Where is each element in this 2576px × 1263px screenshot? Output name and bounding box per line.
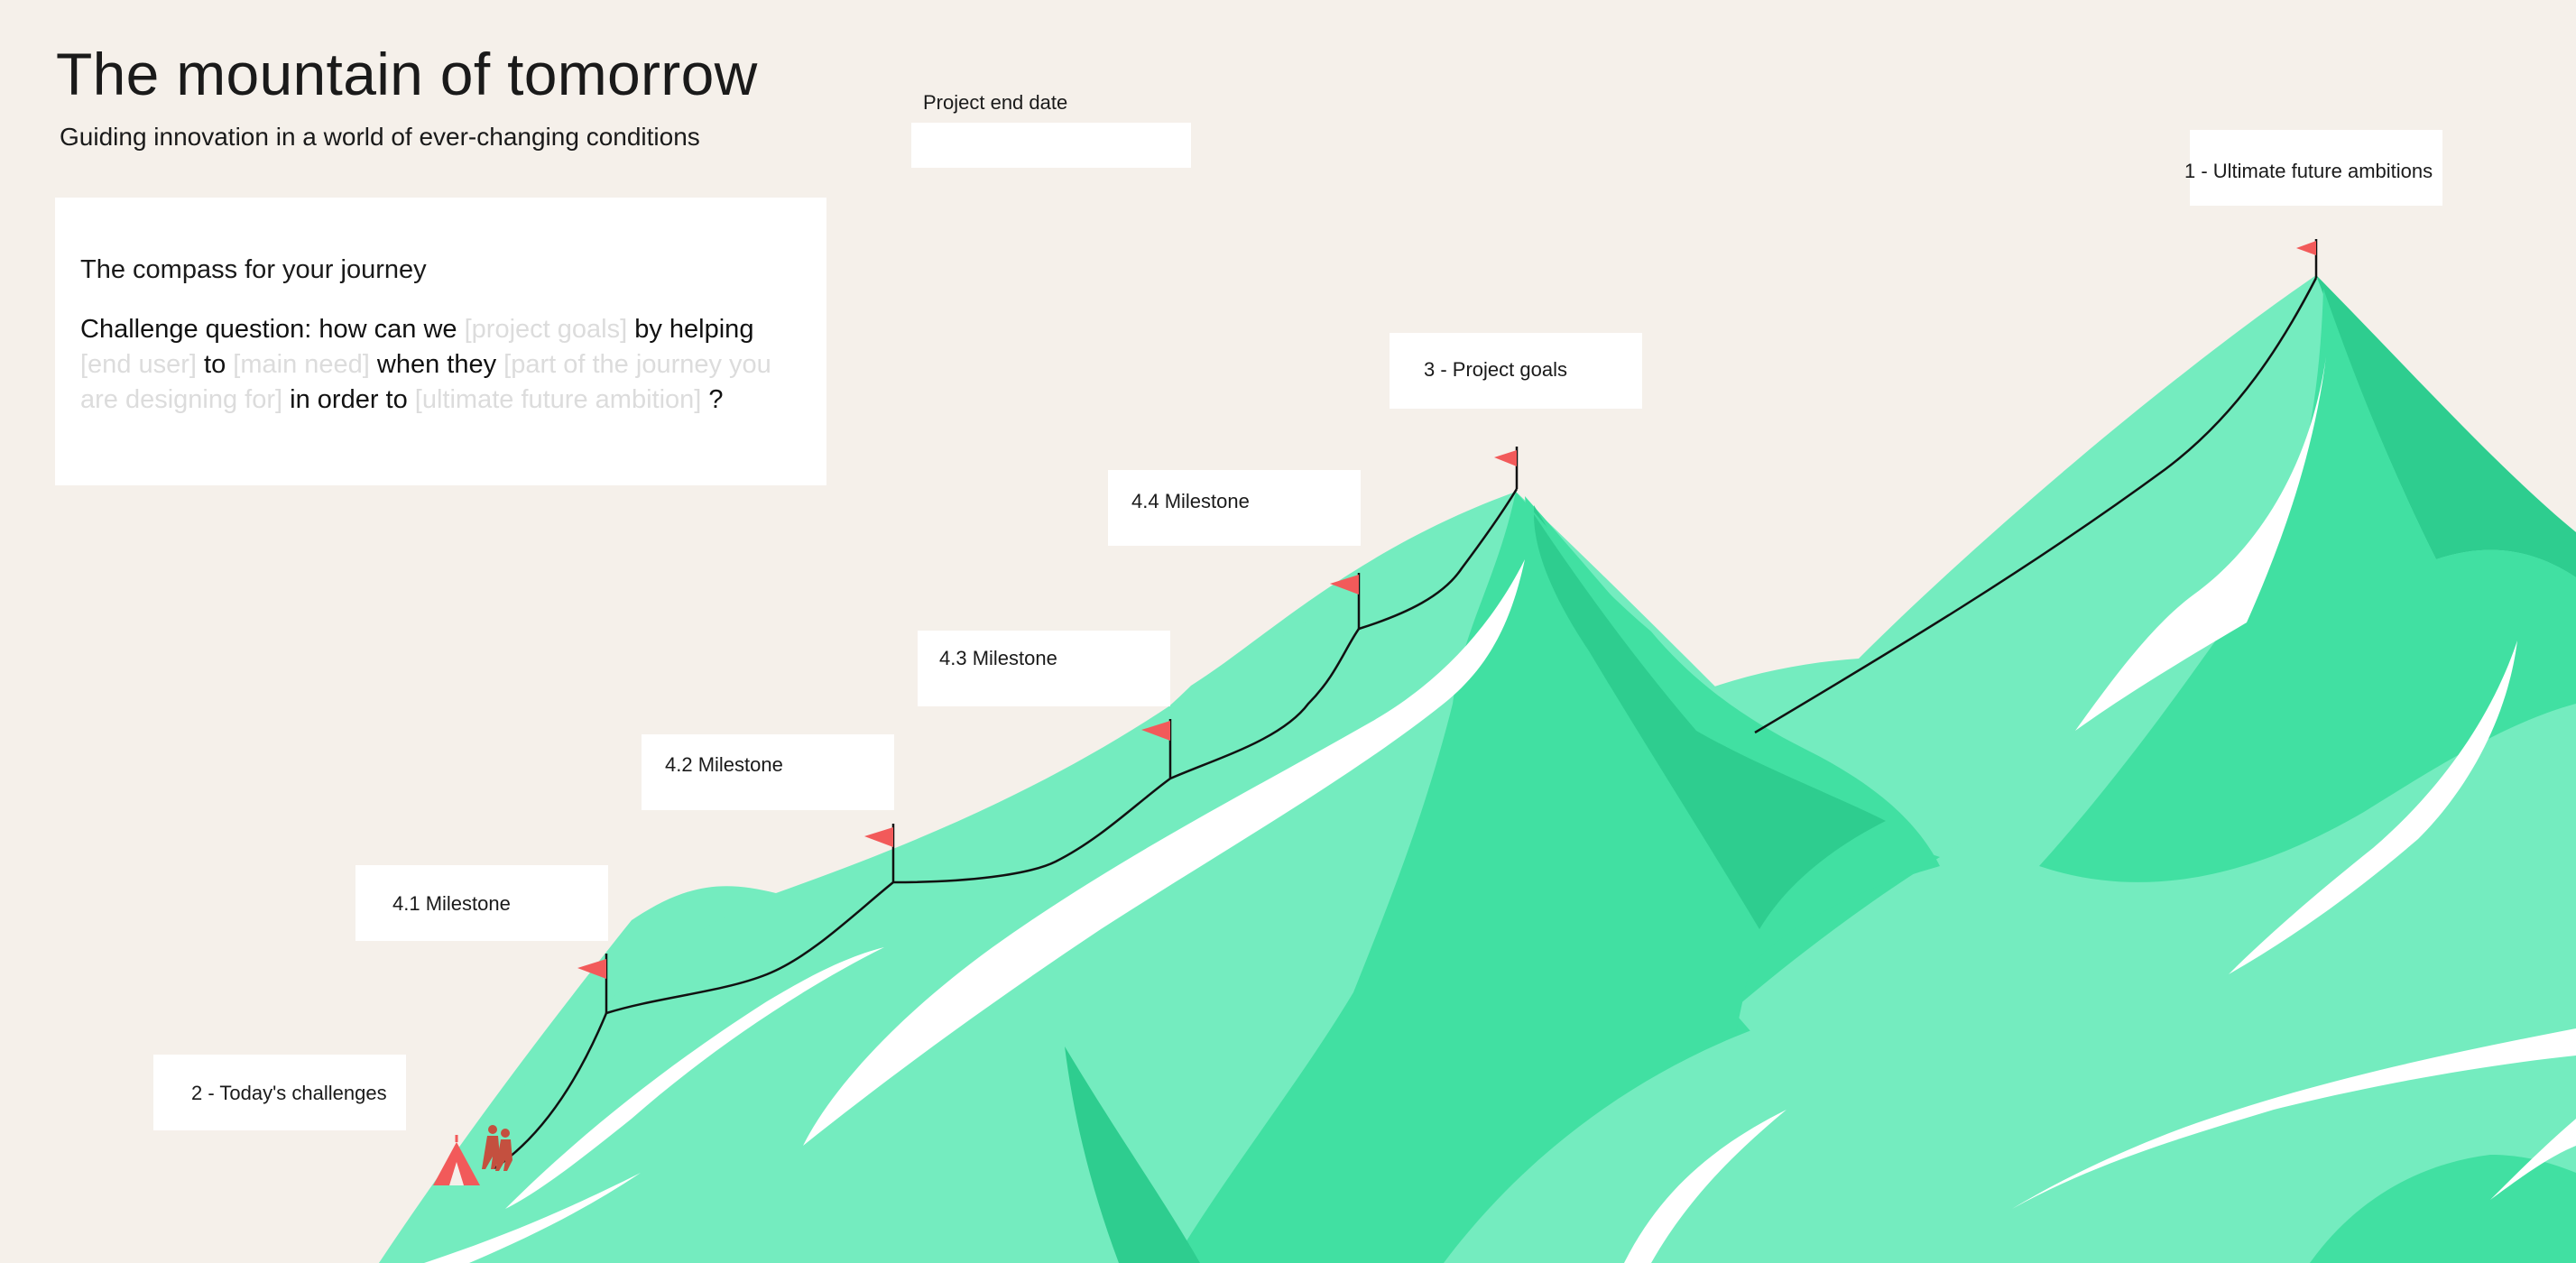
milestone-4-3-label[interactable]: 4.3 Milestone [918, 631, 1170, 706]
placeholder-journey-part[interactable]: [part of the journey you are designing f… [80, 350, 771, 414]
hikers-icon [482, 1125, 512, 1171]
milestone-4-4-label[interactable]: 4.4 Milestone [1108, 470, 1361, 546]
front-mountain-shadow [1534, 514, 1886, 929]
flag-icon [1141, 719, 1172, 779]
question-text: by helping [627, 315, 754, 344]
flag-icon [2296, 239, 2318, 278]
foreground-snow-3 [2490, 1119, 2576, 1200]
project-goals-label[interactable]: 3 - Project goals [1390, 333, 1642, 409]
back-mountain-face [2039, 289, 2576, 882]
challenge-question[interactable]: Challenge question: how can we [project … [80, 312, 801, 418]
question-text: Challenge question: how can we [80, 315, 465, 344]
project-end-date-label: Project end date [923, 91, 1068, 114]
milestone-4-2-text: 4.2 Milestone [665, 753, 783, 776]
ultimate-ambitions-text: 1 - Ultimate future ambitions [2184, 160, 2433, 182]
front-mountain-shadow-lower [1065, 1046, 1200, 1263]
page-title: The mountain of tomorrow [56, 41, 758, 107]
project-goals-text: 3 - Project goals [1424, 358, 1567, 381]
todays-challenges-label[interactable]: 2 - Today's challenges [153, 1055, 406, 1130]
milestone-4-4-text: 4.4 Milestone [1131, 490, 1250, 512]
question-text: in order to [282, 385, 415, 414]
flag-icon [1330, 573, 1361, 629]
front-mountain-snow-lower [505, 947, 884, 1209]
flag-icon [577, 954, 608, 1013]
front-mountain-face [1173, 492, 1940, 1263]
tent-icon [433, 1135, 480, 1185]
project-end-date-field[interactable] [911, 123, 1191, 168]
question-text: ? [701, 385, 724, 414]
foreground-snow-1 [2012, 1028, 2576, 1209]
milestone-4-3-text: 4.3 Milestone [939, 647, 1057, 669]
back-mountain-shadow [2316, 275, 2576, 577]
question-text: to [196, 350, 234, 379]
foreground-snow-2 [1624, 1110, 1787, 1263]
climbing-path [494, 488, 1519, 1170]
front-mountain-snow-main [803, 559, 1525, 1146]
placeholder-main-need[interactable]: [main need] [233, 350, 370, 379]
milestone-4-1-label[interactable]: 4.1 Milestone [355, 865, 608, 941]
flag-icon [1494, 447, 1519, 489]
milestone-4-2-label[interactable]: 4.2 Milestone [642, 734, 894, 810]
back-mountain-snow [2075, 356, 2326, 731]
placeholder-future-ambition[interactable]: [ultimate future ambition] [414, 385, 702, 414]
foreground-hill [1444, 973, 2576, 1263]
placeholder-end-user[interactable]: [end user] [80, 350, 197, 379]
placeholder-project-goals[interactable]: [project goals] [464, 315, 628, 344]
flag-icon [864, 824, 895, 882]
compass-card[interactable]: The compass for your journey Challenge q… [55, 198, 826, 485]
question-text: when they [369, 350, 504, 379]
compass-heading: The compass for your journey [80, 255, 427, 284]
page-subtitle: Guiding innovation in a world of ever-ch… [60, 123, 700, 151]
ambition-path [1754, 277, 2318, 734]
todays-challenges-text: 2 - Today's challenges [191, 1082, 387, 1104]
milestone-4-1-text: 4.1 Milestone [392, 892, 511, 915]
ultimate-ambitions-label[interactable]: 1 - Ultimate future ambitions [2184, 130, 2442, 206]
